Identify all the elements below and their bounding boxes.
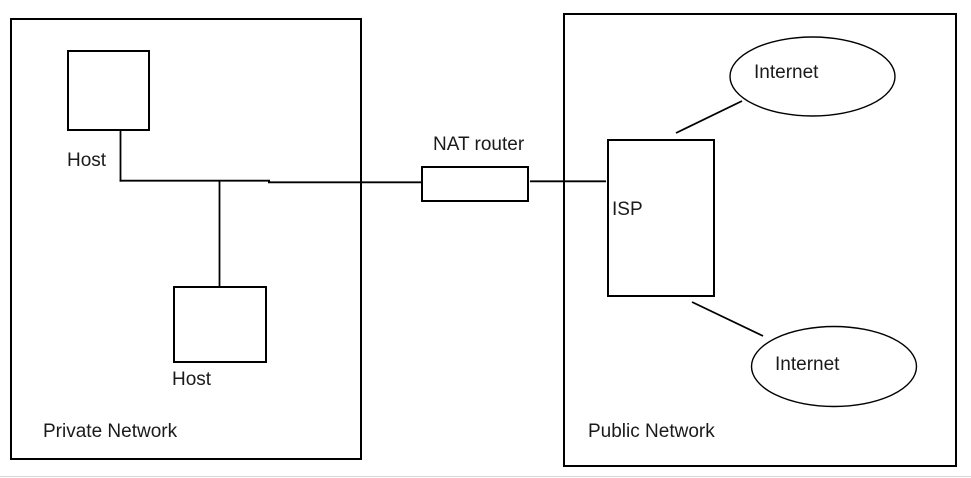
isp-label: ISP (612, 199, 643, 220)
nat-router-box (421, 166, 529, 202)
isp-box (607, 139, 715, 297)
internet-label-top: Internet (754, 62, 819, 83)
canvas-bottom-edge (0, 476, 971, 477)
public-network-label: Public Network (588, 421, 715, 442)
host-box-1 (67, 50, 150, 131)
internet-label-bottom: Internet (775, 354, 840, 375)
public-network-box (563, 13, 957, 467)
nat-router-label: NAT router (433, 134, 525, 155)
host-label-1: Host (67, 150, 107, 171)
private-network-box (10, 18, 362, 460)
private-network-label: Private Network (43, 421, 178, 442)
host-label-2: Host (172, 369, 212, 390)
host-box-2 (173, 286, 267, 363)
